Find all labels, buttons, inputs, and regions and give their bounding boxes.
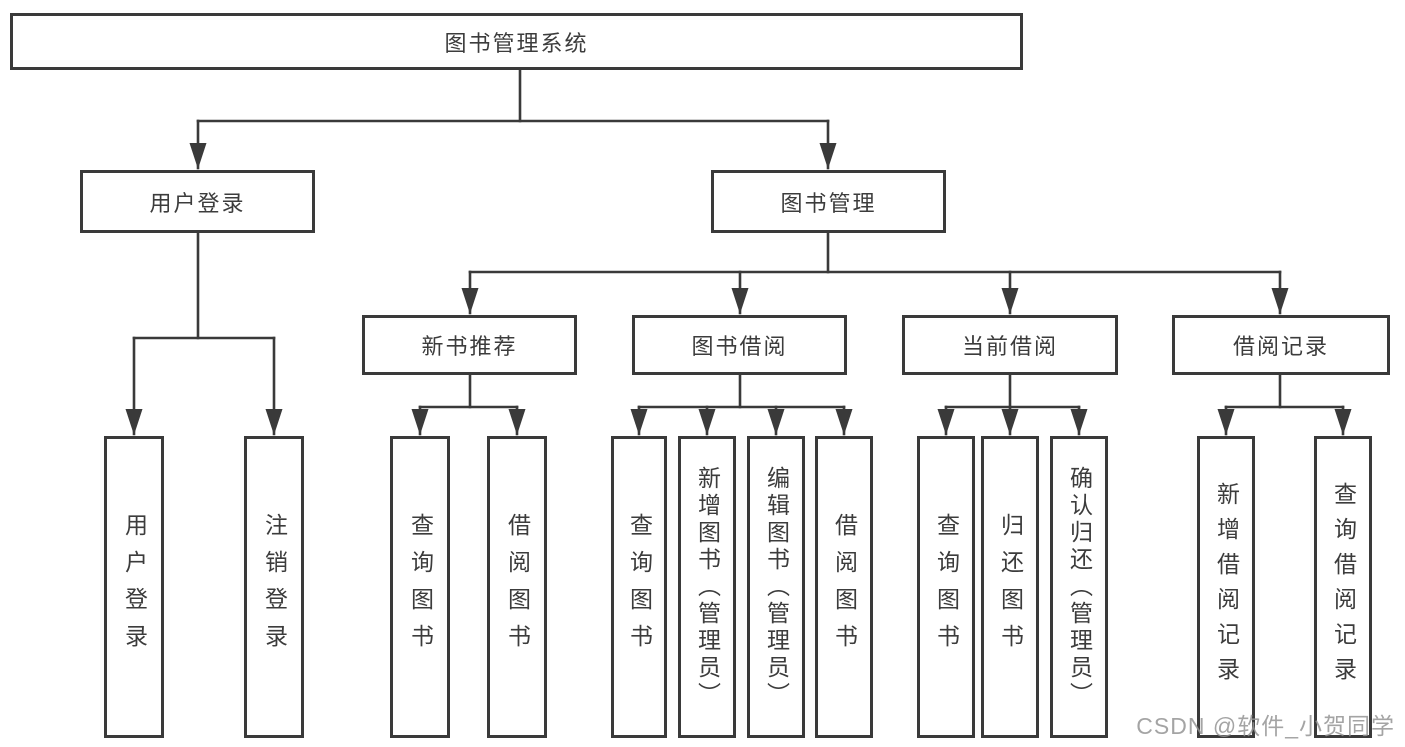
node-user-login: 用户登录 <box>80 170 315 233</box>
leaf-logout: 注销登录 <box>244 436 304 738</box>
leaf-edit-books-admin: 编辑图书（管理员） <box>747 436 805 738</box>
leaf-query-books-recommend: 查询图书 <box>390 436 450 738</box>
leaf-add-borrow-record: 新增借阅记录 <box>1197 436 1255 738</box>
node-book-borrow: 图书借阅 <box>632 315 847 375</box>
node-root: 图书管理系统 <box>10 13 1023 70</box>
leaf-borrow-books: 借阅图书 <box>815 436 873 738</box>
node-book-management: 图书管理 <box>711 170 946 233</box>
node-borrow-records: 借阅记录 <box>1172 315 1390 375</box>
leaf-borrow-books-recommend: 借阅图书 <box>487 436 547 738</box>
node-current-borrow: 当前借阅 <box>902 315 1118 375</box>
leaf-confirm-return-admin: 确认归还（管理员） <box>1050 436 1108 738</box>
leaf-query-books-current: 查询图书 <box>917 436 975 738</box>
leaf-return-books: 归还图书 <box>981 436 1039 738</box>
leaf-user-login: 用户登录 <box>104 436 164 738</box>
leaf-query-books-borrow: 查询图书 <box>611 436 667 738</box>
node-new-book-recommend: 新书推荐 <box>362 315 577 375</box>
leaf-add-books-admin: 新增图书（管理员） <box>678 436 736 738</box>
leaf-query-borrow-record: 查询借阅记录 <box>1314 436 1372 738</box>
